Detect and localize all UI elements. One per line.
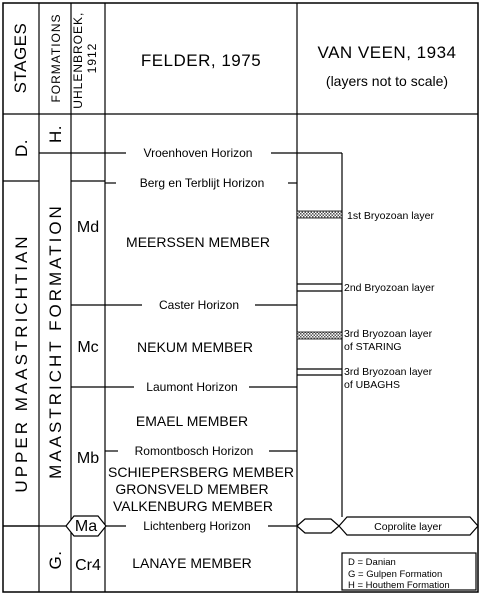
header-uhlenbroek-name: UHLENBROEK, xyxy=(71,12,85,109)
horizon-laumont: Laumont Horizon xyxy=(146,380,237,394)
member-emael: EMAEL MEMBER xyxy=(136,413,248,429)
layer-bryozoan-3b-line1: 3rd Bryozoan layer xyxy=(344,366,433,378)
legend-gulpen: G = Gulpen Formation xyxy=(348,569,442,580)
layer-bryozoan-3b-line2: of UBAGHS xyxy=(344,379,400,391)
coprolite-lens-small xyxy=(296,518,340,534)
unit-ma: Ma xyxy=(75,518,97,535)
member-nekum: NEKUM MEMBER xyxy=(137,339,253,355)
horizon-berg-en-terblijt: Berg en Terblijt Horizon xyxy=(140,176,265,190)
coprolite-lens xyxy=(338,516,479,536)
formation-gulpen: G. xyxy=(46,551,65,570)
horizon-vroenhoven: Vroenhoven Horizon xyxy=(144,146,253,160)
bryozoan-layer-3a-band xyxy=(296,331,343,340)
header-formations: FORMATIONS xyxy=(49,13,63,102)
unit-mc: Mc xyxy=(77,339,98,356)
header-vanveen: VAN VEEN, 1934 xyxy=(318,43,457,62)
bryozoan-layer-1-band xyxy=(296,210,343,219)
layer-bryozoan-3a-line2: of STARING xyxy=(344,341,402,353)
layer-bryozoan-1: 1st Bryozoan layer xyxy=(347,210,434,222)
member-gronsveld: GRONSVELD MEMBER xyxy=(115,481,268,497)
layer-coprolite: Coprolite layer xyxy=(374,521,442,533)
formation-houthem: H. xyxy=(46,125,65,143)
horizon-caster: Caster Horizon xyxy=(159,298,239,312)
header-vanveen-note: (layers not to scale) xyxy=(326,73,448,89)
stage-upper-maastrichtian: UPPER MAASTRICHTIAN xyxy=(12,233,31,492)
member-lanaye: LANAYE MEMBER xyxy=(132,555,252,571)
unit-mb: Mb xyxy=(77,450,99,467)
legend-danian: D = Danian xyxy=(348,557,396,568)
legend-houthem: H = Houthem Formation xyxy=(348,580,450,591)
stage-danian: D. xyxy=(12,139,31,157)
header-felder: FELDER, 1975 xyxy=(141,51,261,70)
header-uhlenbroek-year: 1912 xyxy=(85,43,99,74)
member-meerssen: MEERSSEN MEMBER xyxy=(126,234,270,250)
formation-maastricht: MAASTRICHT FORMATION xyxy=(46,203,65,479)
member-schiepersberg: SCHIEPERSBERG MEMBER xyxy=(108,464,294,480)
header-stages: STAGES xyxy=(11,23,30,94)
header-uhlenbroek: UHLENBROEK, 1912 xyxy=(71,7,99,108)
horizon-lichtenberg: Lichtenberg Horizon xyxy=(143,519,250,533)
unit-md: Md xyxy=(77,219,99,236)
horizon-romontbosch: Romontbosch Horizon xyxy=(135,444,254,458)
layer-bryozoan-2: 2nd Bryozoan layer xyxy=(344,282,435,294)
legend-box xyxy=(341,552,477,591)
unit-cr4: Cr4 xyxy=(75,557,101,574)
layer-bryozoan-3a-line1: 3rd Bryozoan layer xyxy=(344,328,433,340)
member-valkenburg: VALKENBURG MEMBER xyxy=(113,498,273,514)
